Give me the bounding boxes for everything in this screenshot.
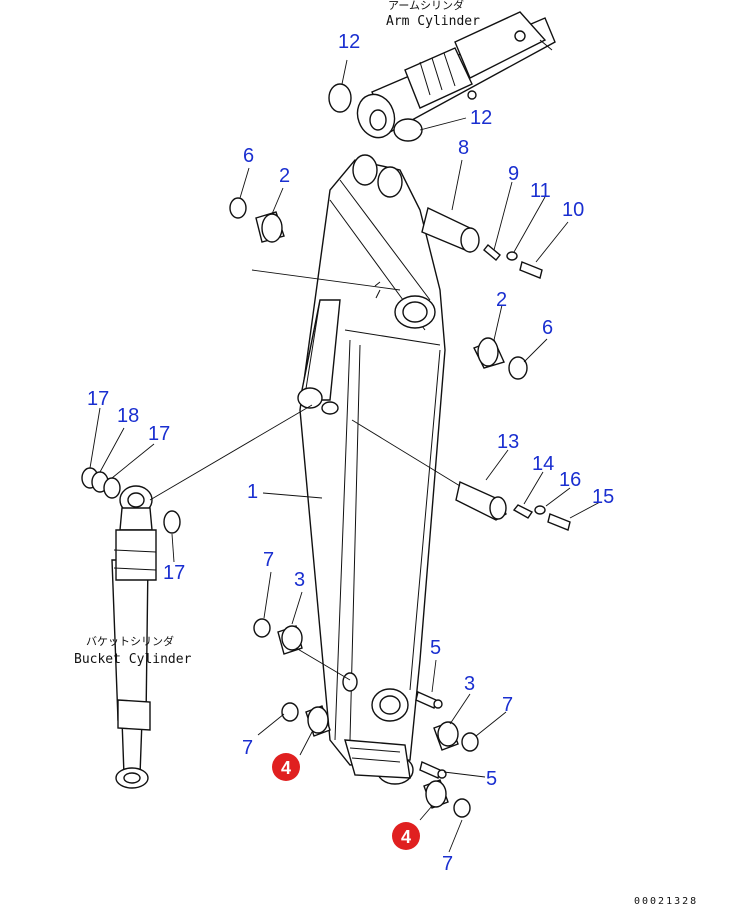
callout-16: 16	[559, 469, 581, 491]
washer-part-11	[506, 251, 518, 261]
callout-5-lower: 5	[486, 768, 497, 790]
bushing-part-3-right	[433, 721, 459, 751]
callout-17-middle: 17	[148, 423, 170, 445]
callout-10: 10	[562, 199, 584, 221]
shims-part-17-18	[81, 467, 121, 499]
callout-11: 11	[530, 180, 551, 202]
callout-8: 8	[458, 137, 469, 159]
leader-lines	[89, 59, 601, 853]
seal-part-7-upper-left	[253, 618, 271, 638]
bolt-part-15	[547, 513, 571, 531]
pin-part-8	[421, 207, 480, 253]
bucket-cylinder-label: Bucket Cylinder	[74, 652, 192, 667]
seal-part-7-lower-left	[281, 702, 299, 722]
arm-cylinder	[356, 11, 556, 139]
bushing-part-3-upper-left	[277, 625, 303, 655]
callout-7-lower-left: 7	[242, 737, 253, 759]
seal-part-6-lower	[508, 356, 528, 380]
callout-2-upper: 2	[279, 165, 290, 187]
arm-cylinder-jp-label: アームシリンダ	[388, 0, 464, 12]
callout-7-right: 7	[502, 694, 513, 716]
callout-3-right: 3	[464, 673, 475, 695]
callout-3-left: 3	[294, 569, 305, 591]
seal-part-6-upper	[229, 197, 247, 219]
callout-7-bottom: 7	[442, 853, 453, 875]
badge-part-4-left: 4	[272, 753, 300, 781]
arm-body	[297, 154, 446, 785]
svg-text:4: 4	[401, 827, 411, 847]
callout-6-lower: 6	[542, 317, 553, 339]
callout-13: 13	[497, 431, 519, 453]
callout-7-upper-left: 7	[263, 549, 274, 571]
seal-part-7-right	[461, 732, 479, 752]
bucket-cylinder-jp-label: バケットシリンダ	[86, 634, 174, 648]
callout-14: 14	[532, 453, 554, 475]
svg-text:4: 4	[281, 758, 291, 778]
callout-5-upper: 5	[430, 637, 441, 659]
callout-2-lower: 2	[496, 289, 507, 311]
shim-part-12-lower	[393, 118, 423, 142]
shim-part-12-upper	[328, 83, 352, 113]
bushing-part-4-left	[305, 705, 331, 737]
pin-part-14	[512, 504, 534, 519]
reference-number: 00021328	[634, 896, 698, 906]
callout-18: 18	[117, 405, 139, 427]
callout-12-lower: 12	[470, 107, 492, 129]
callout-17-left: 17	[87, 388, 109, 410]
callout-1: 1	[247, 481, 258, 503]
callout-17-right: 17	[163, 562, 185, 584]
seal-part-7-bottom	[453, 798, 471, 818]
bushing-part-2-upper	[255, 211, 285, 243]
bushing-part-2-lower	[473, 337, 505, 369]
pin-part-13	[455, 481, 507, 521]
bolt-part-10	[519, 261, 543, 279]
washer-part-16	[534, 505, 546, 515]
shim-part-17-right	[163, 510, 181, 534]
arm-cylinder-label: Arm Cylinder	[386, 14, 480, 29]
callout-12-upper: 12	[338, 31, 360, 53]
fitting-part-5-upper	[415, 691, 443, 709]
badge-part-4-right: 4	[392, 822, 420, 850]
bucket-cylinder	[111, 485, 157, 789]
bushing-part-4-right	[423, 779, 449, 809]
fitting-part-5-lower	[419, 761, 447, 779]
callout-numbers: 12 12 8 9 11 10 6 2 2 6 13 14 16 15 1 17…	[87, 31, 614, 875]
callout-9: 9	[508, 163, 519, 185]
callout-15: 15	[592, 486, 614, 508]
pin-part-9	[483, 244, 501, 261]
callout-6-upper: 6	[243, 145, 254, 167]
